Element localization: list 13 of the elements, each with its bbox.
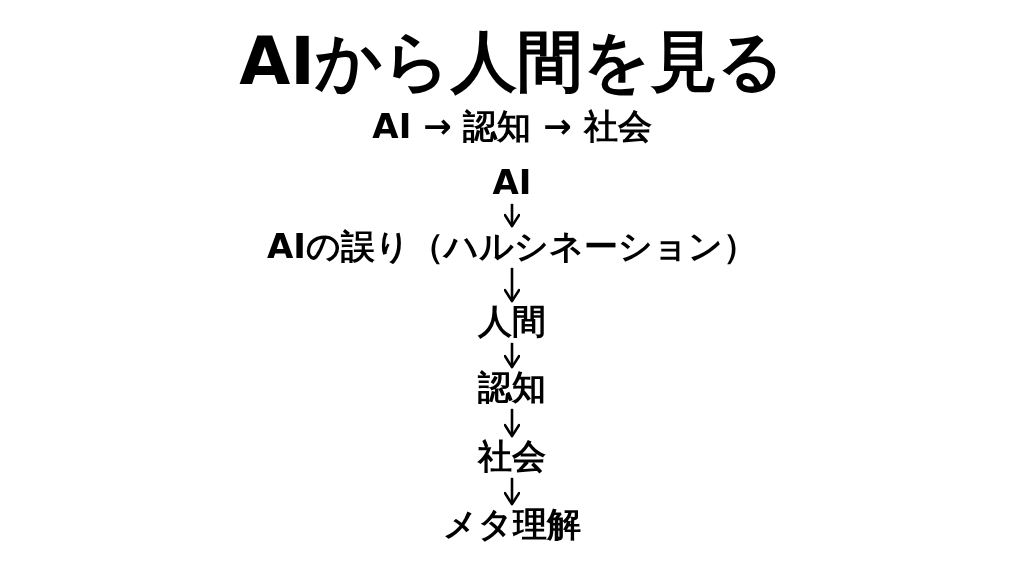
step-label: 認知 <box>478 370 546 406</box>
step-label: AIの誤り（ハルシネーション） <box>267 229 757 265</box>
step-label: 社会 <box>478 439 546 475</box>
arrow <box>503 342 521 369</box>
step-label: メタ理解 <box>443 507 581 543</box>
subtitle: AI → 認知 → 社会 <box>372 109 652 145</box>
arrow <box>503 203 521 228</box>
title: AIから人間を見る <box>239 27 785 97</box>
arrow <box>503 477 521 506</box>
arrow <box>503 267 521 303</box>
step-label: AI <box>492 165 532 201</box>
arrow <box>503 408 521 438</box>
step-label: 人間 <box>478 304 546 340</box>
